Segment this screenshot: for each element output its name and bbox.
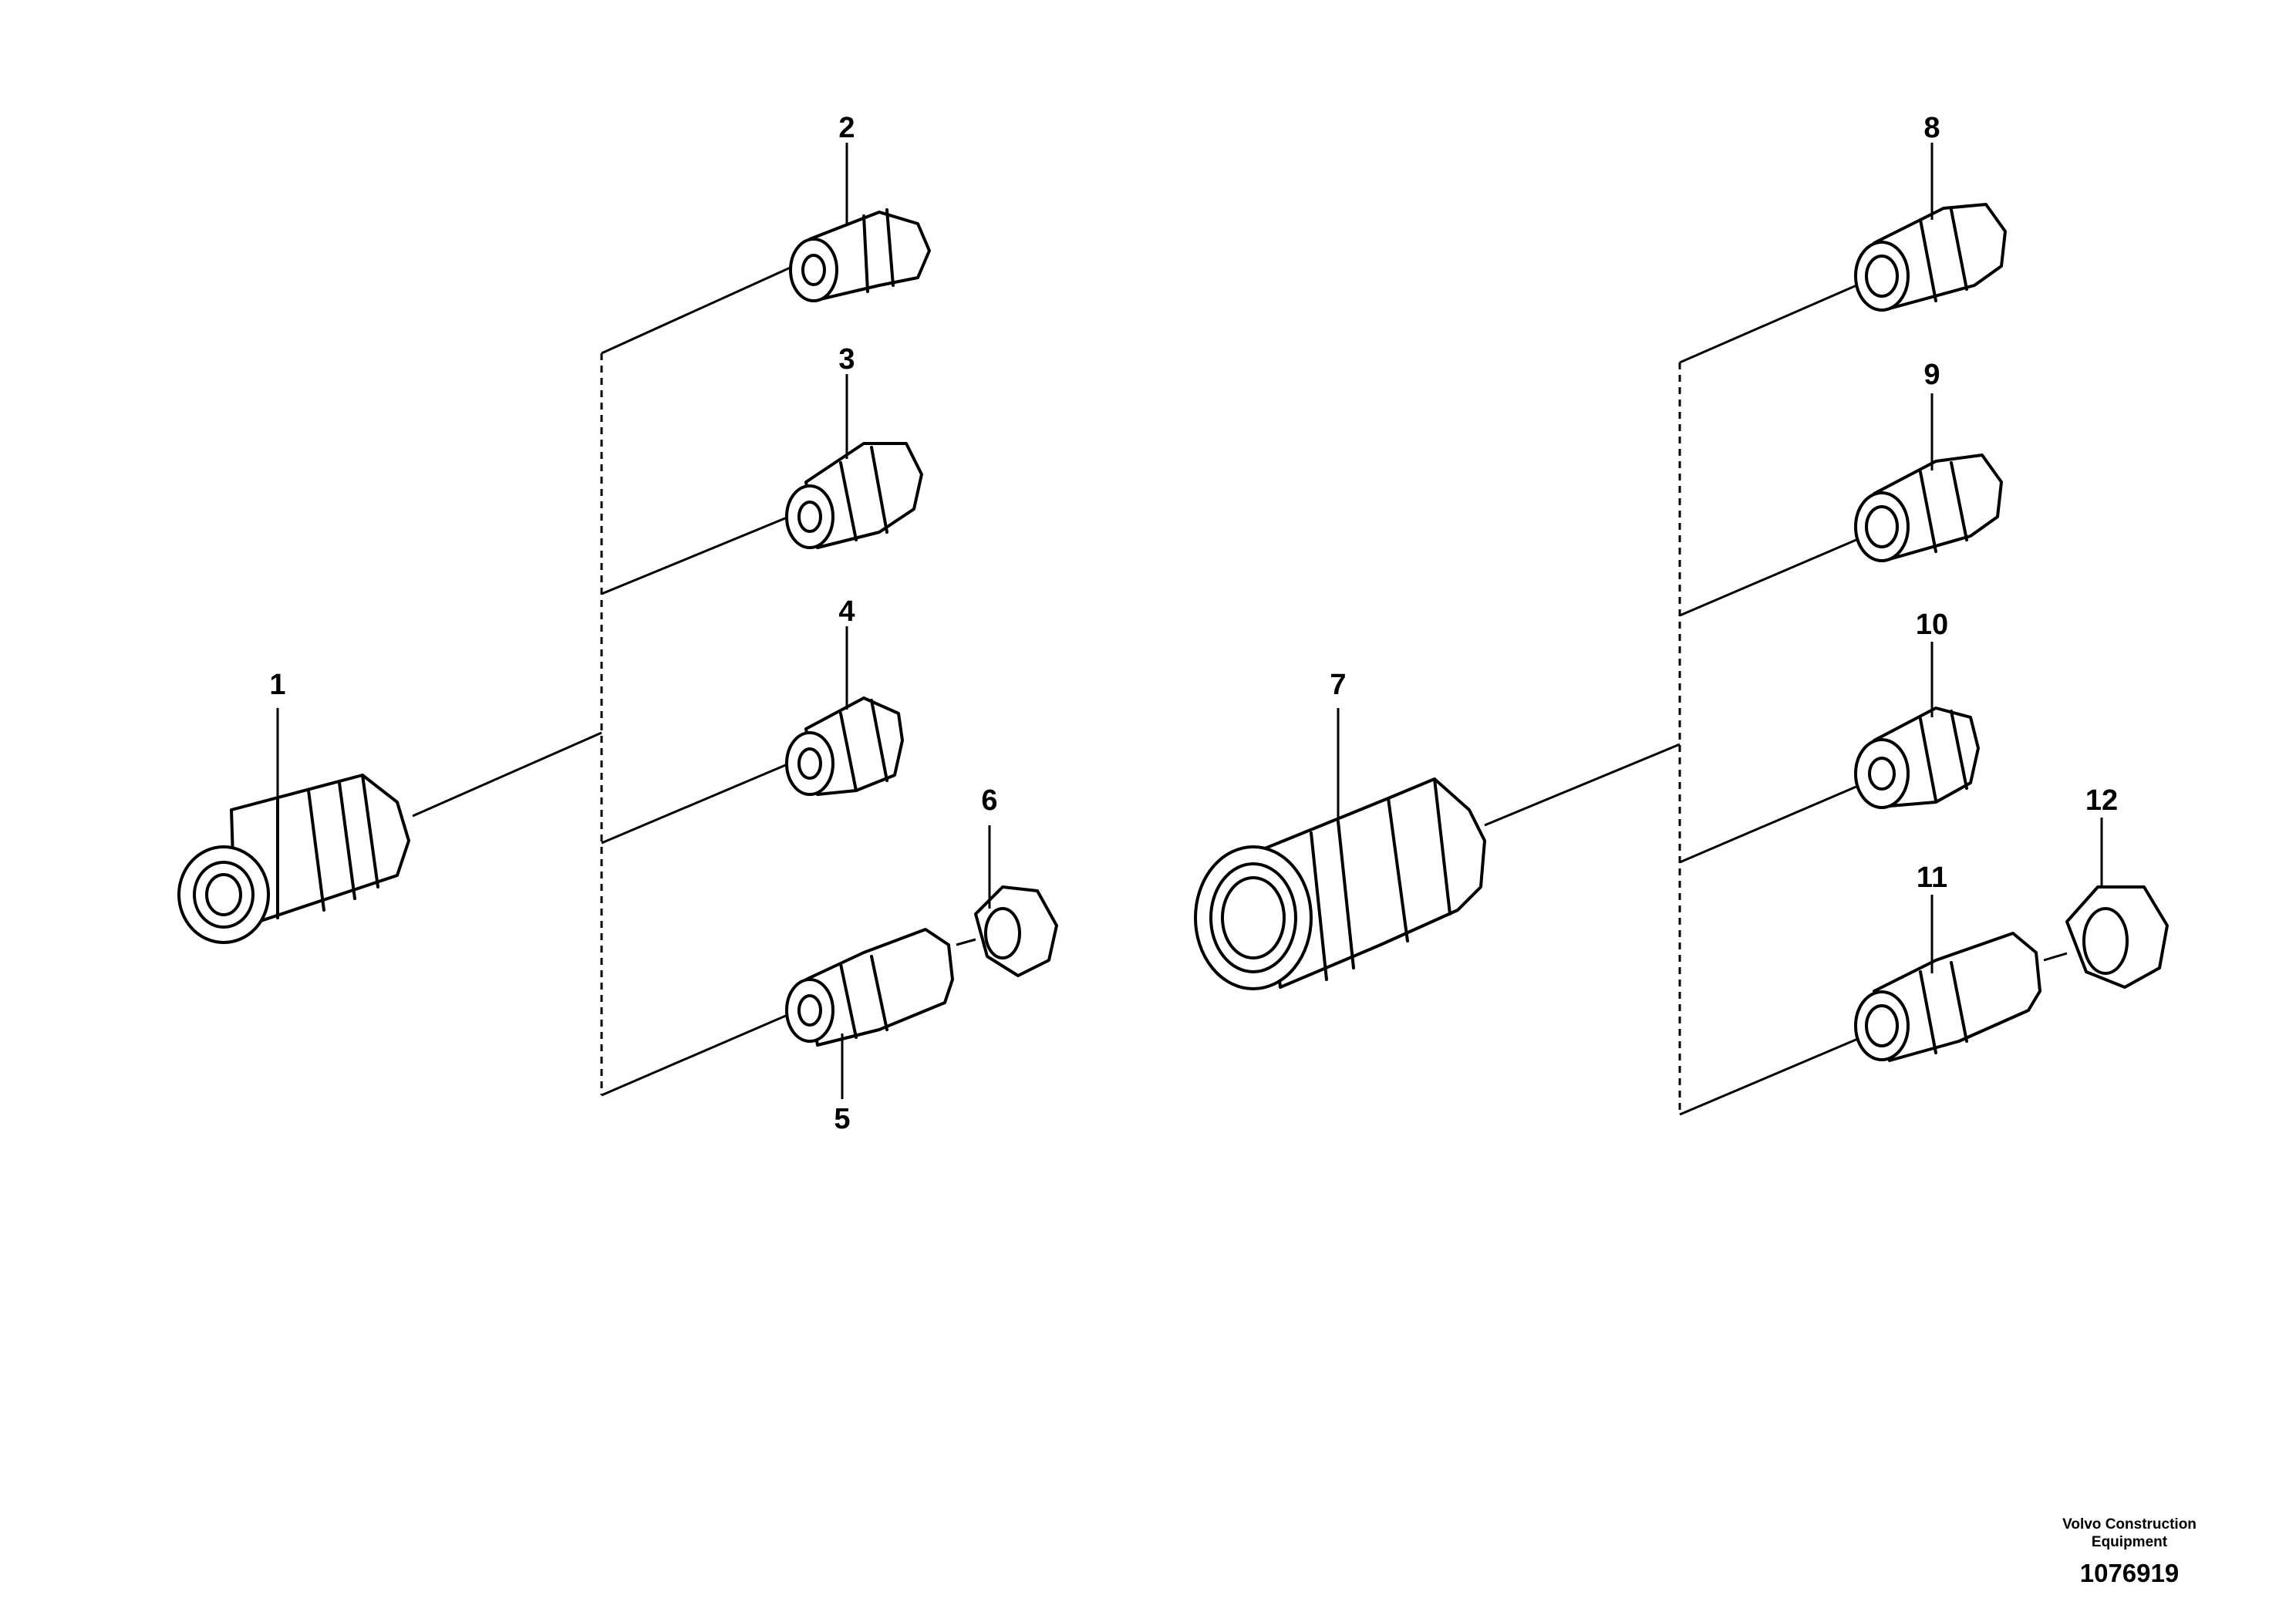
leader-11-line xyxy=(1679,1030,1875,1116)
leader-4-line xyxy=(601,758,799,845)
callout-8: 8 xyxy=(1923,112,1940,144)
callout-7: 7 xyxy=(1330,669,1346,701)
callout-4: 4 xyxy=(838,595,855,628)
part-4-adapter xyxy=(785,696,904,796)
leader-7-bracket xyxy=(1484,743,1681,827)
brand-line-2: Equipment xyxy=(2091,1534,2168,1550)
callout-2: 2 xyxy=(838,112,855,144)
callout-11: 11 xyxy=(1917,862,1947,894)
callout-3: 3 xyxy=(838,343,855,376)
part-11-adapter xyxy=(1854,932,2041,1062)
part-7-coupling xyxy=(1194,777,1486,990)
part-6-nut xyxy=(974,885,1058,977)
part-5-adapter xyxy=(785,928,954,1047)
leader-5-line xyxy=(601,1009,799,1097)
part-10-adapter xyxy=(1854,706,1980,809)
part-3-adapter xyxy=(785,442,923,549)
part-12-nut xyxy=(2065,885,2169,989)
brand-line-1: Volvo Construction xyxy=(2062,1516,2197,1533)
part-2-adapter xyxy=(789,208,931,302)
part-9-adapter xyxy=(1854,454,2003,562)
callout-10: 10 xyxy=(1916,609,1948,641)
callout-6: 6 xyxy=(981,784,997,817)
part-5-axis-line xyxy=(956,938,976,946)
leader-3-line xyxy=(601,511,799,595)
leader-9-line xyxy=(1679,531,1875,617)
leader-1-bracket xyxy=(412,731,602,818)
drawing-footer: Volvo Construction Equipment 1076919 xyxy=(2006,1516,2253,1588)
part-8-adapter xyxy=(1854,203,2007,312)
leader-10-line xyxy=(1679,777,1875,864)
callout-5: 5 xyxy=(834,1103,850,1135)
callout-1: 1 xyxy=(269,669,285,701)
part-1-coupling xyxy=(177,774,410,944)
leader-8-line xyxy=(1679,276,1875,364)
drawing-number: 1076919 xyxy=(2079,1559,2180,1587)
callout-9: 9 xyxy=(1923,359,1940,391)
leader-2-line xyxy=(601,261,803,355)
part-11-axis-line xyxy=(2043,952,2068,962)
callout-12: 12 xyxy=(2085,784,2118,817)
